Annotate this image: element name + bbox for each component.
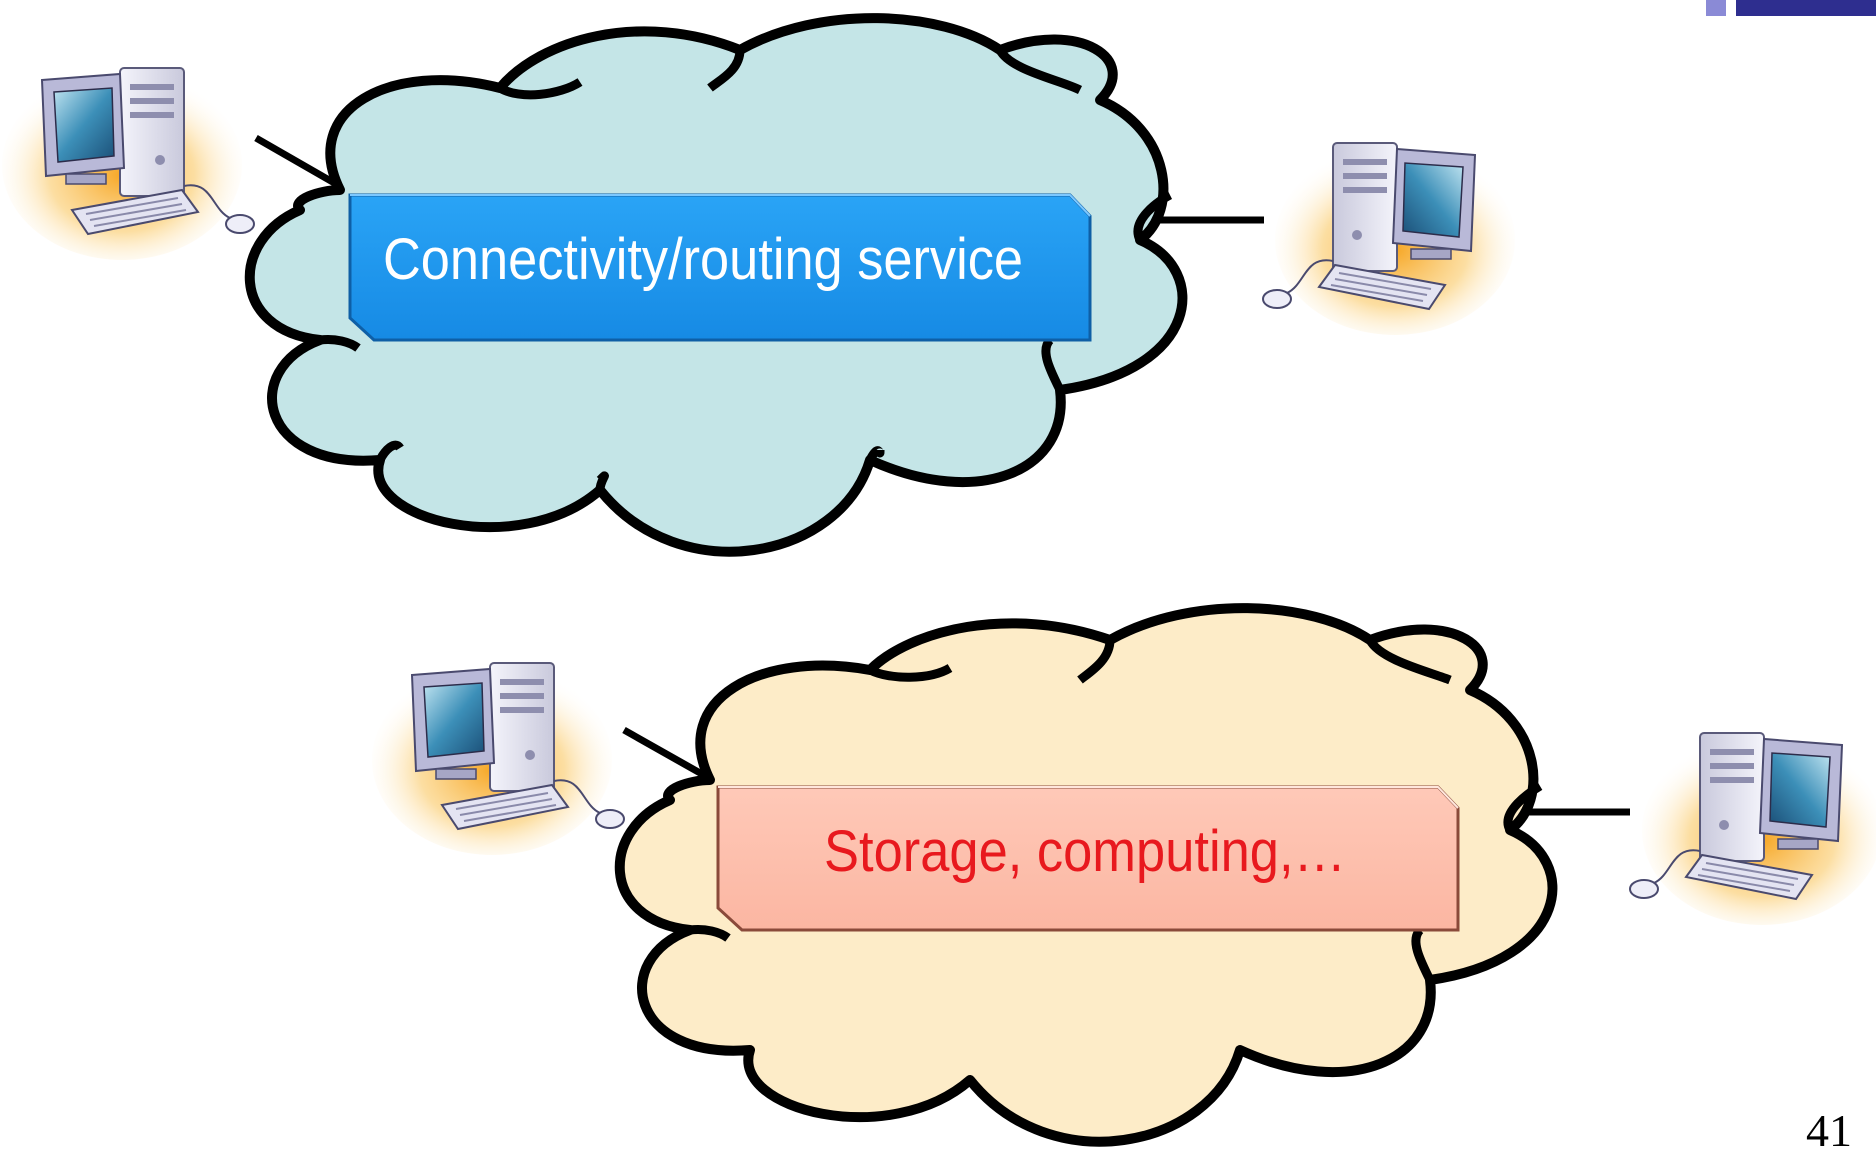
desktop-computer-icon-top-left bbox=[1, 67, 255, 261]
corner-accent-small bbox=[1706, 0, 1726, 16]
storage-computing-label: Storage, computing,… bbox=[824, 819, 1346, 884]
storage-computing-box: Storage, computing,… bbox=[716, 785, 1460, 932]
desktop-computer-icon-top-right bbox=[1262, 142, 1516, 336]
page-number: 41 bbox=[1806, 1105, 1852, 1156]
connectivity-service-box: Connectivity/routing service bbox=[348, 193, 1092, 342]
desktop-computer-icon-bottom-left bbox=[371, 662, 625, 856]
desktop-computer-icon-bottom-right bbox=[1629, 732, 1876, 926]
link-line-bottom-left bbox=[622, 726, 718, 786]
corner-accent-large bbox=[1736, 0, 1876, 16]
connectivity-service-label: Connectivity/routing service bbox=[383, 227, 1023, 292]
